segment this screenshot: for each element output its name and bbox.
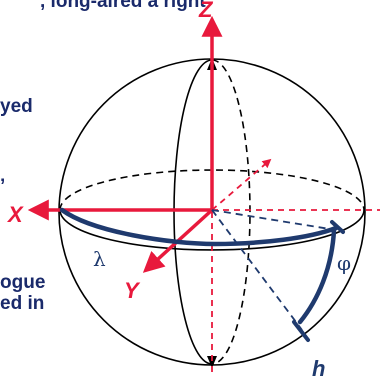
top-text-fragment: , long-aired a right	[40, 0, 206, 12]
meridian-front	[173, 59, 213, 365]
meridian-back	[211, 59, 251, 365]
lambda-arc	[59, 207, 339, 247]
lambda-label: λ	[93, 247, 106, 271]
ray-to-object	[211, 209, 303, 331]
left-text-fragment-2: ’	[0, 176, 6, 197]
equator-back	[59, 169, 365, 211]
left-text-fragment-3: ogue	[0, 272, 46, 293]
y-axis-negative-dashed	[211, 158, 272, 211]
left-text-fragment-1: yed	[0, 96, 33, 117]
south-pole-arrowhead	[207, 356, 217, 368]
phi-label: φ	[337, 251, 351, 275]
phi-arc	[297, 227, 337, 325]
x-axis-label: X	[6, 202, 24, 227]
ray-to-equator	[211, 209, 337, 231]
h-label: h	[312, 356, 325, 381]
z-axis-label: Z	[198, 0, 214, 22]
left-text-fragment-4: ed in	[0, 293, 45, 314]
equator-tick	[330, 220, 345, 234]
object-tick	[292, 320, 310, 342]
y-axis-label: Y	[124, 278, 141, 303]
